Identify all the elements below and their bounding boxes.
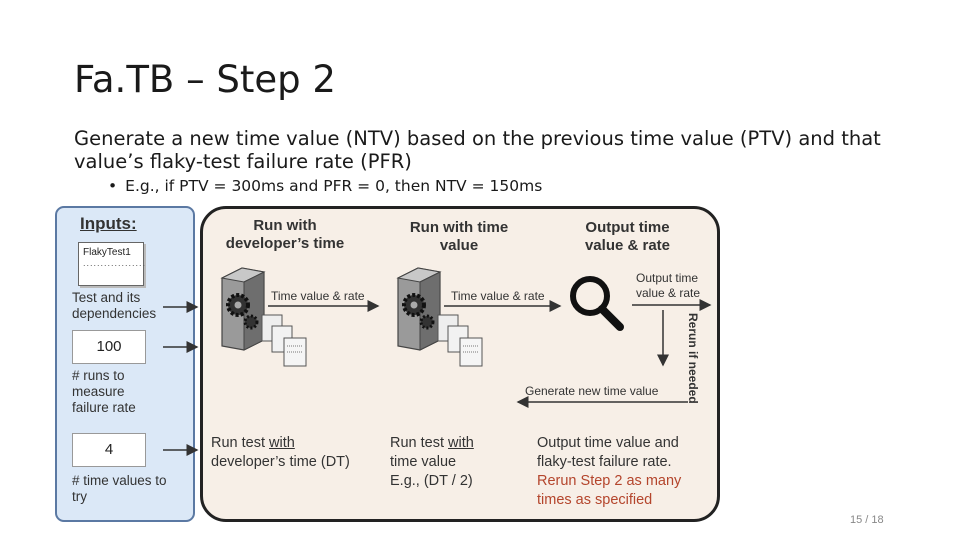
column-header-time-value: Run with time value [409, 219, 509, 254]
slide-body-text: Generate a new time value (NTV) based on… [74, 127, 881, 173]
test-file-lines: .................. [83, 258, 147, 268]
step1-rest: developer’s time (DT) [211, 454, 350, 470]
slide-title: Fa.TB – Step 2 [74, 58, 336, 101]
generate-label: Generate new time value [525, 384, 659, 398]
time-values-input: 4 [72, 433, 146, 467]
page-number: 15 / 18 [850, 514, 884, 526]
step1-prefix: Run test [211, 435, 270, 451]
test-dependencies-label: Test and its dependencies [72, 290, 157, 321]
test-file-card: FlakyTest1 .................. [78, 242, 147, 286]
step1-description: Run test with developer’s time (DT) [211, 434, 381, 472]
step1-with: with [269, 435, 295, 451]
step3-rerun: Rerun Step 2 as many times as specified [537, 473, 682, 508]
server-gear-icon-2 [396, 267, 442, 351]
bullet-dot-icon: • [108, 177, 118, 195]
magnifier-icon [570, 276, 624, 331]
runs-input: 100 [72, 330, 146, 364]
arrow-label-2: Time value & rate [451, 289, 545, 303]
time-values-label: # time values to try [72, 473, 167, 504]
bullet-example: • E.g., if PTV = 300ms and PFR = 0, then … [108, 177, 542, 195]
arrow-label-1: Time value & rate [271, 289, 365, 303]
inputs-title: Inputs: [80, 214, 137, 233]
step2-example: E.g., (DT / 2) [390, 473, 473, 489]
step3-output: Output time value and flaky-test failure… [537, 435, 679, 470]
runs-label: # runs to measure failure rate [72, 368, 136, 415]
column-header-output: Output time value & rate [584, 219, 671, 254]
step2-with: with [448, 435, 474, 451]
server-gear-icon [220, 267, 266, 351]
step2-time-value: time value [390, 454, 457, 470]
document-stack-icon [261, 314, 307, 367]
step2-prefix: Run test [390, 435, 449, 451]
bullet-text: E.g., if PTV = 300ms and PFR = 0, then N… [125, 177, 543, 195]
rerun-label: Rerun if needed [686, 313, 700, 404]
step3-description: Output time value and flaky-test failure… [537, 434, 707, 510]
document-stack-icon-2 [437, 314, 483, 367]
output-arrow-label: Output time value & rate [636, 271, 701, 300]
column-header-developer-time: Run with developer’s time [225, 217, 345, 252]
test-file-name: FlakyTest1 [83, 247, 131, 258]
step2-description: Run test with time value E.g., (DT / 2) [390, 434, 520, 491]
